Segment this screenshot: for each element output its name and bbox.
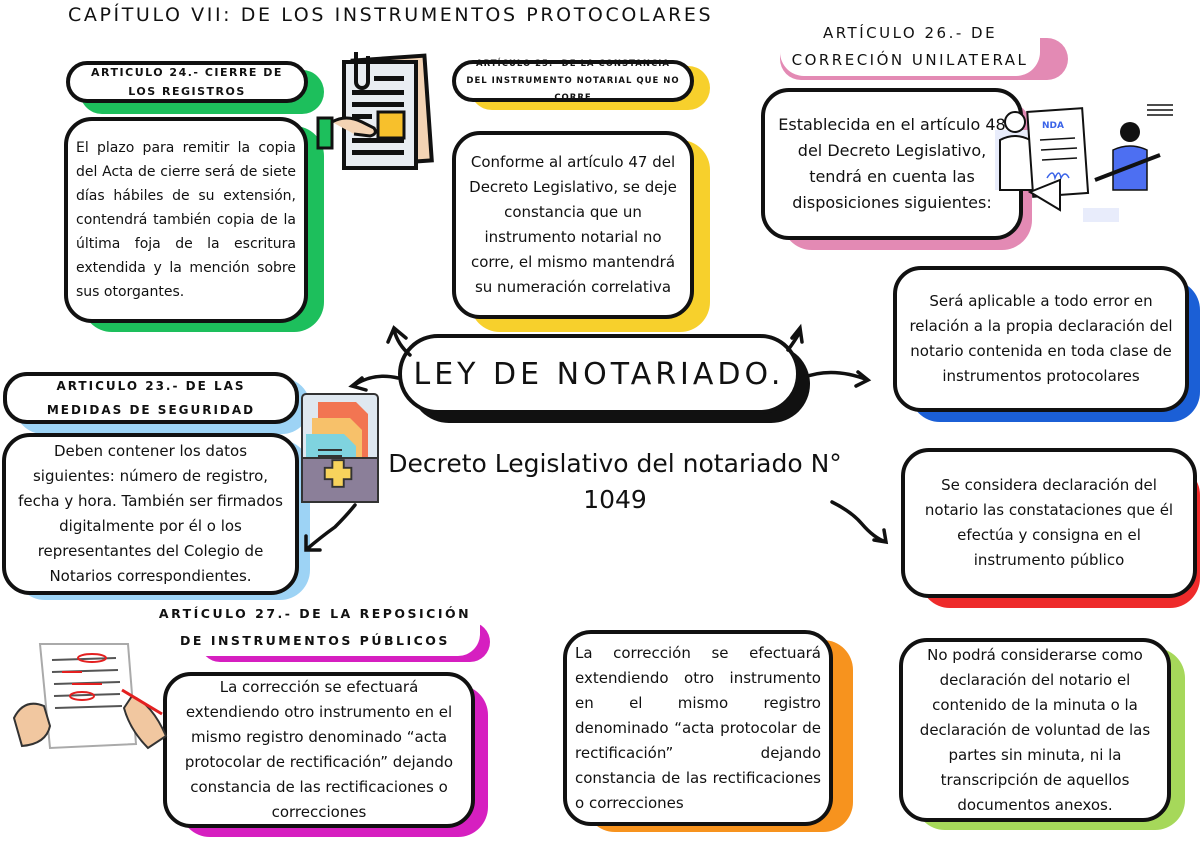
center-title: LEY DE NOTARIADO. [398,334,800,414]
art27-heading: ARTÍCULO 27.- DE LA REPOSICIÓN DE INSTRU… [150,600,480,656]
art26-body: Establecida en el artículo 48 del Decret… [761,88,1023,240]
right-box-2: Se considera declaración del notario las… [901,448,1197,598]
arrow-to-art23 [348,374,400,392]
art23-body: Deben contener los datos siguientes: núm… [2,433,299,595]
art25-body: Conforme al artículo 47 del Decreto Legi… [452,131,694,319]
clipboard-document-icon [316,52,434,170]
art26-heading: ARTÍCULO 26.- DE CORRECIÓN UNILATERAL [780,20,1040,76]
art23-heading: ARTICULO 23.- DE LAS MEDIDAS DE SEGURIDA… [3,372,299,424]
nda-label: NDA [1042,121,1064,131]
art24-body: El plazo para remitir la copia del Acta … [64,117,308,323]
middle-box: La corrección se efectuará extendiendo o… [563,630,833,826]
signing-agreement-illustration: NDA [995,104,1173,222]
center-subtitle: Decreto Legislativo del notariado N° 104… [388,449,842,514]
art24-heading: ARTICULO 24.- CIERRE DE LOS REGISTROS [66,61,308,103]
document-archive-icon [301,393,379,503]
right-box-3: No podrá considerarse como declaración d… [899,638,1171,822]
right-box-1: Será aplicable a todo error en relación … [893,266,1189,412]
arrow-to-art23-body [304,503,357,552]
arrow-to-right-box-1 [800,370,872,388]
art25-heading: ARTÍCULO 25.- DE LA CONSTANCIA DEL INSTR… [452,59,694,103]
chapter-title: CAPÍTULO VII: DE LOS INSTRUMENTOS PROTOC… [68,4,714,26]
art27-body: La corrección se efectuará extendiendo o… [163,672,475,828]
document-review-illustration [12,643,168,750]
